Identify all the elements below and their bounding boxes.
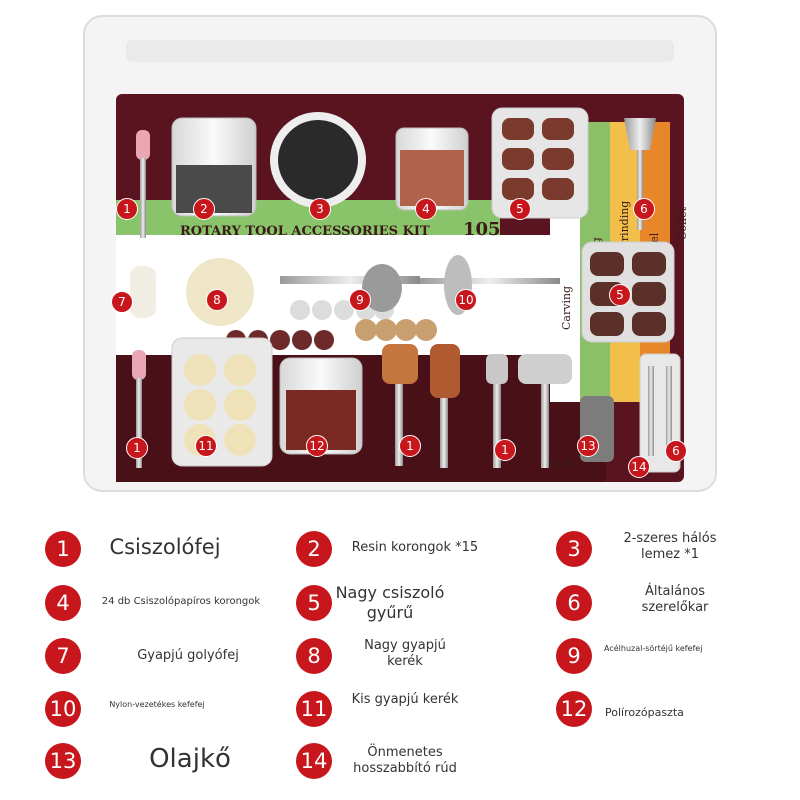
legend-badge: 2 bbox=[296, 531, 332, 567]
legend-badge: 13 bbox=[45, 743, 81, 779]
legend-item: 7 Gyapjú golyófej 8 Nagy gyapjú kerék 9 … bbox=[0, 638, 800, 688]
legend-label: Önmenetes hosszabbító rúd bbox=[353, 745, 457, 777]
legend-label: 2-szeres hálós lemez *1 bbox=[623, 531, 717, 563]
legend-label: Nagy gyapjú kerék bbox=[364, 638, 446, 670]
svg-text:D S: D S bbox=[548, 457, 573, 472]
image-badge: 3 bbox=[309, 198, 331, 220]
svg-text:Carving: Carving bbox=[560, 286, 573, 330]
legend-item: 4 24 db Csiszolópapíros korongok 5 Nagy … bbox=[0, 583, 800, 633]
image-badge: 4 bbox=[415, 198, 437, 220]
legend-label: Resin korongok *15 bbox=[351, 540, 479, 555]
legend-badge: 7 bbox=[45, 638, 81, 674]
image-badge: 6 bbox=[633, 198, 655, 220]
image-badge: 6 bbox=[665, 440, 687, 462]
legend-badge: 1 bbox=[45, 531, 81, 567]
legend-badge: 5 bbox=[296, 585, 332, 621]
svg-text:Grinding: Grinding bbox=[618, 201, 631, 250]
legend-badge: 11 bbox=[296, 691, 332, 727]
image-badge: 9 bbox=[349, 289, 371, 311]
image-badge: 13 bbox=[577, 435, 599, 457]
image-badge: 1 bbox=[399, 435, 421, 457]
legend-badge: 9 bbox=[556, 638, 592, 674]
legend-label: Acélhuzal-sörtéjű kefefej bbox=[604, 644, 703, 653]
image-badge: 1 bbox=[116, 198, 138, 220]
legend-item: 10 Nylon-vezetékes kefefej 11 Kis gyapjú… bbox=[0, 690, 800, 740]
svg-text:105: 105 bbox=[463, 219, 501, 240]
legend-badge: 10 bbox=[45, 691, 81, 727]
legend-label: Kis gyapjú kerék bbox=[351, 692, 459, 707]
legend-label: Csiszolófej bbox=[109, 535, 221, 559]
legend-badge: 8 bbox=[296, 638, 332, 674]
legend-badge: 14 bbox=[296, 743, 332, 779]
legend-item: 1 Csiszolófej 2 Resin korongok *15 3 2-s… bbox=[0, 526, 800, 576]
legend-label: 24 db Csiszolópapíros korongok bbox=[101, 596, 261, 607]
image-badge: 5 bbox=[509, 198, 531, 220]
svg-text:Collet: Collet bbox=[676, 206, 689, 240]
legend-badge: 4 bbox=[45, 585, 81, 621]
image-badge: 12 bbox=[306, 435, 328, 457]
accessory-kit-illustration: ROTARY TOOL ACCESSORIES KIT 105 Carving … bbox=[83, 15, 717, 492]
image-badge: 1 bbox=[126, 437, 148, 459]
product-image: ROTARY TOOL ACCESSORIES KIT 105 Carving … bbox=[80, 10, 720, 495]
legend-label: Olajkő bbox=[149, 744, 231, 774]
image-badge: 11 bbox=[195, 435, 217, 457]
legend-label: Nylon-vezetékes kefefej bbox=[109, 700, 205, 709]
legend-badge: 6 bbox=[556, 585, 592, 621]
image-badge: 1 bbox=[494, 439, 516, 461]
image-badge: 5 bbox=[609, 284, 631, 306]
image-badge: 10 bbox=[455, 289, 477, 311]
legend-label: Gyapjú golyófej bbox=[137, 648, 239, 663]
legend-label: Általános szerelőkar bbox=[641, 584, 709, 616]
legend-label: Nagy csiszoló gyűrű bbox=[335, 583, 445, 622]
legend-badge: 3 bbox=[556, 531, 592, 567]
legend-label: Polírozópaszta bbox=[605, 706, 684, 719]
image-badge: 14 bbox=[628, 456, 650, 478]
image-badge: 8 bbox=[206, 289, 228, 311]
legend-badge: 12 bbox=[556, 691, 592, 727]
image-badge: 7 bbox=[111, 291, 133, 313]
legend-item: 13 Olajkő 14 Önmenetes hosszabbító rúd bbox=[0, 741, 800, 791]
kit-label: ROTARY TOOL ACCESSORIES KIT bbox=[180, 224, 430, 239]
image-badge: 2 bbox=[193, 198, 215, 220]
